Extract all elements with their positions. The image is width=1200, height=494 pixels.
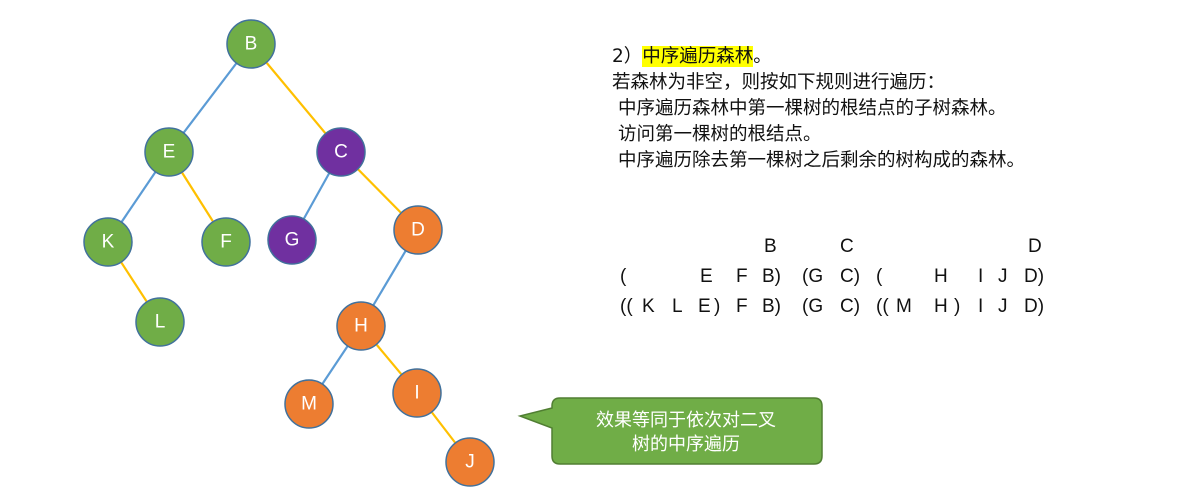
node-label-E: E — [163, 142, 176, 163]
node-label-M: M — [301, 394, 317, 415]
seq-token: D) — [1024, 296, 1045, 317]
node-circle-I — [392, 368, 442, 418]
node-label-C: C — [334, 142, 348, 163]
callout-text: 效果等同于依次对二叉 树的中序遍历 — [552, 400, 820, 466]
tree-node-B: B — [226, 19, 276, 69]
seq-token: B) — [762, 296, 781, 317]
node-label-I: I — [414, 383, 419, 404]
seq-token: C) — [840, 296, 861, 317]
seq-token: ( — [620, 266, 627, 287]
seq-token: (( — [876, 296, 889, 317]
callout-line-2: 树的中序遍历 — [632, 434, 740, 455]
seq-token: (( — [620, 296, 633, 317]
rule-step-1: 中序遍历森林中第一棵树的根结点的子树森林。 — [618, 98, 1007, 119]
seq-token: E — [700, 266, 713, 287]
node-circle-E — [144, 127, 194, 177]
traversal-description: 2）中序遍历森林。 若森林为非空，则按如下规则进行遍历： 中序遍历森林中第一棵树… — [612, 44, 1192, 174]
seq-token: B) — [762, 266, 781, 287]
tree-node-J: J — [445, 437, 495, 487]
tree-node-F: F — [201, 217, 251, 267]
heading-suffix: 。 — [753, 46, 772, 67]
tree-node-C: C — [316, 127, 366, 177]
tree-node-I: I — [392, 368, 442, 418]
rule-intro: 若森林为非空，则按如下规则进行遍历： — [612, 72, 946, 93]
node-circle-B — [226, 19, 276, 69]
node-circle-H — [336, 301, 386, 351]
tree-node-E: E — [144, 127, 194, 177]
seq-token: M — [896, 296, 912, 317]
node-label-D: D — [411, 220, 425, 241]
node-label-F: F — [220, 232, 232, 253]
heading-prefix: 2） — [612, 46, 643, 67]
callout-bubble — [517, 397, 823, 465]
tree-node-M: M — [284, 379, 334, 429]
seq-token: ) — [714, 296, 721, 317]
node-circle-K — [83, 217, 133, 267]
node-label-J: J — [465, 452, 475, 473]
seq-token: ) — [954, 296, 961, 317]
seq-token: F — [736, 296, 748, 317]
node-circle-F — [201, 217, 251, 267]
heading-highlight: 中序遍历森林 — [642, 46, 754, 67]
seq-token: H — [934, 266, 948, 287]
node-label-G: G — [285, 230, 300, 251]
node-circle-M — [284, 379, 334, 429]
seq-token: (G — [802, 266, 824, 287]
seq-token: F — [736, 266, 748, 287]
rule-step-3: 中序遍历除去第一棵树之后剩余的树构成的森林。 — [618, 150, 1026, 171]
seq-token: E — [698, 296, 711, 317]
node-circle-L — [135, 297, 185, 347]
tree-node-H: H — [336, 301, 386, 351]
seq-token: J — [998, 266, 1008, 287]
node-circle-J — [445, 437, 495, 487]
seq-token: C) — [840, 266, 861, 287]
seq-token: D) — [1024, 266, 1045, 287]
node-circle-G — [267, 215, 317, 265]
tree-nodes: B E C K F L G D H M I J — [83, 19, 495, 487]
node-label-B: B — [245, 34, 258, 55]
section-heading: 2）中序遍历森林。 — [612, 44, 1192, 70]
seq-token: J — [998, 296, 1008, 317]
seq-token: K — [642, 296, 655, 317]
seq-token: B — [764, 236, 777, 257]
node-label-H: H — [354, 316, 368, 337]
node-circle-D — [393, 205, 443, 255]
seq-token: I — [978, 266, 984, 287]
node-circle-C — [316, 127, 366, 177]
seq-token: C — [840, 236, 854, 257]
callout-line-1: 效果等同于依次对二叉 — [596, 410, 776, 431]
tree-node-L: L — [135, 297, 185, 347]
seq-token: I — [978, 296, 984, 317]
seq-token: ( — [876, 266, 883, 287]
node-label-K: K — [102, 232, 115, 253]
seq-token: H — [934, 296, 948, 317]
seq-token: (G — [802, 296, 824, 317]
tree-node-G: G — [267, 215, 317, 265]
rule-step-2: 访问第一棵树的根结点。 — [618, 124, 822, 145]
tree-node-K: K — [83, 217, 133, 267]
seq-token: L — [672, 296, 683, 317]
tree-node-D: D — [393, 205, 443, 255]
node-label-L: L — [155, 312, 166, 333]
seq-token: D — [1028, 236, 1042, 257]
